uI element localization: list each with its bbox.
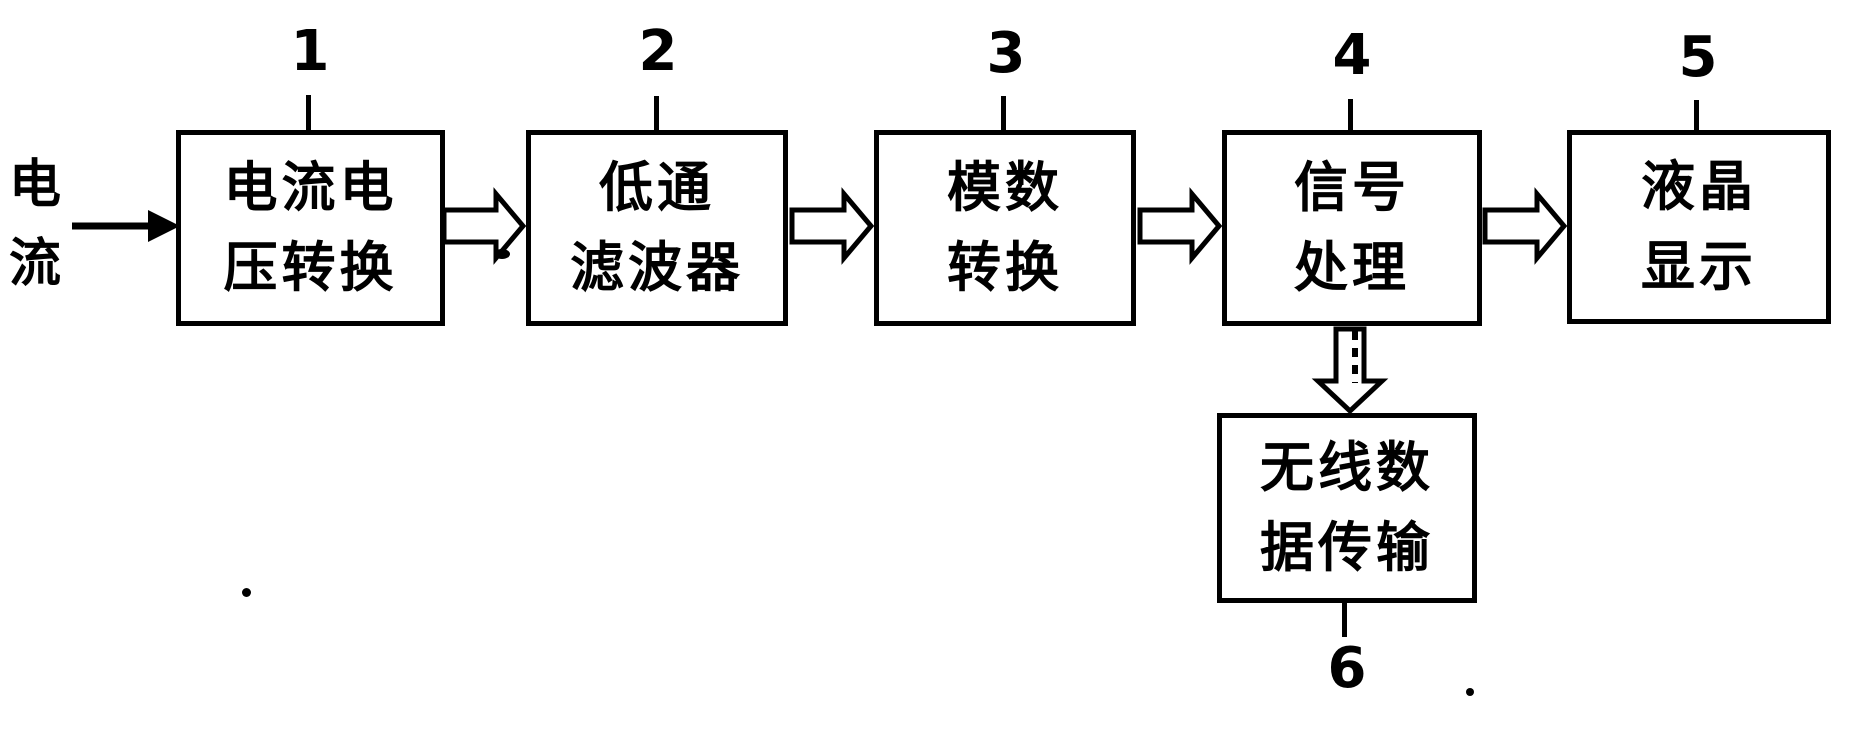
block-wireless-data-transmission: 无线数 据传输 [1217,413,1477,603]
block-analog-digital-conversion: 模数 转换 [874,130,1136,326]
block-label-line: 转换 [947,238,1063,298]
block-label-line: 低通 [599,158,715,218]
block-label-line: 滤波器 [570,238,744,298]
input-label-line: 电 [8,156,61,214]
leader-line-4 [1348,99,1353,132]
block-label-line: 模数 [947,158,1063,218]
block-label-line: 无线数 [1260,438,1434,498]
flow-arrow-1-to-2-icon [441,187,527,265]
leader-line-2 [654,96,659,132]
scan-speck [494,249,510,259]
scan-speck [242,588,251,597]
input-label: 电 流 [0,146,70,304]
ref-number-5: 5 [1678,25,1718,90]
input-arrow-icon [72,210,180,242]
block-current-voltage-conversion: 电流电 压转换 [176,130,445,326]
flow-arrow-4-to-5-icon [1482,187,1568,265]
dashed-line-4-to-6 [1352,331,1358,383]
ref-number-1: 1 [290,19,330,84]
leader-line-5 [1694,100,1699,132]
flow-arrow-4-to-6-icon [1311,326,1389,415]
block-label-line: 据传输 [1260,518,1434,578]
input-label-line: 流 [8,235,61,293]
leader-line-1 [306,95,311,132]
flow-arrow-2-to-3-icon [789,187,875,265]
block-signal-processing: 信号 处理 [1222,130,1482,326]
block-label-line: 信号 [1294,158,1410,218]
ref-number-3: 3 [986,21,1026,86]
ref-number-4: 4 [1332,23,1372,88]
block-low-pass-filter: 低通 滤波器 [526,130,788,326]
block-label-line: 电流电 [223,158,398,218]
block-lcd-display: 液晶 显示 [1567,130,1831,324]
block-label-line: 压转换 [223,238,398,298]
ref-number-2: 2 [638,19,678,84]
block-label-line: 液晶 [1641,157,1757,217]
scan-speck [1466,688,1474,696]
ref-number-6: 6 [1327,636,1367,701]
block-label-line: 处理 [1294,238,1410,298]
leader-line-3 [1001,96,1006,132]
flow-arrow-3-to-4-icon [1137,187,1223,265]
leader-line-6 [1342,601,1347,637]
block-label-line: 显示 [1641,237,1757,297]
